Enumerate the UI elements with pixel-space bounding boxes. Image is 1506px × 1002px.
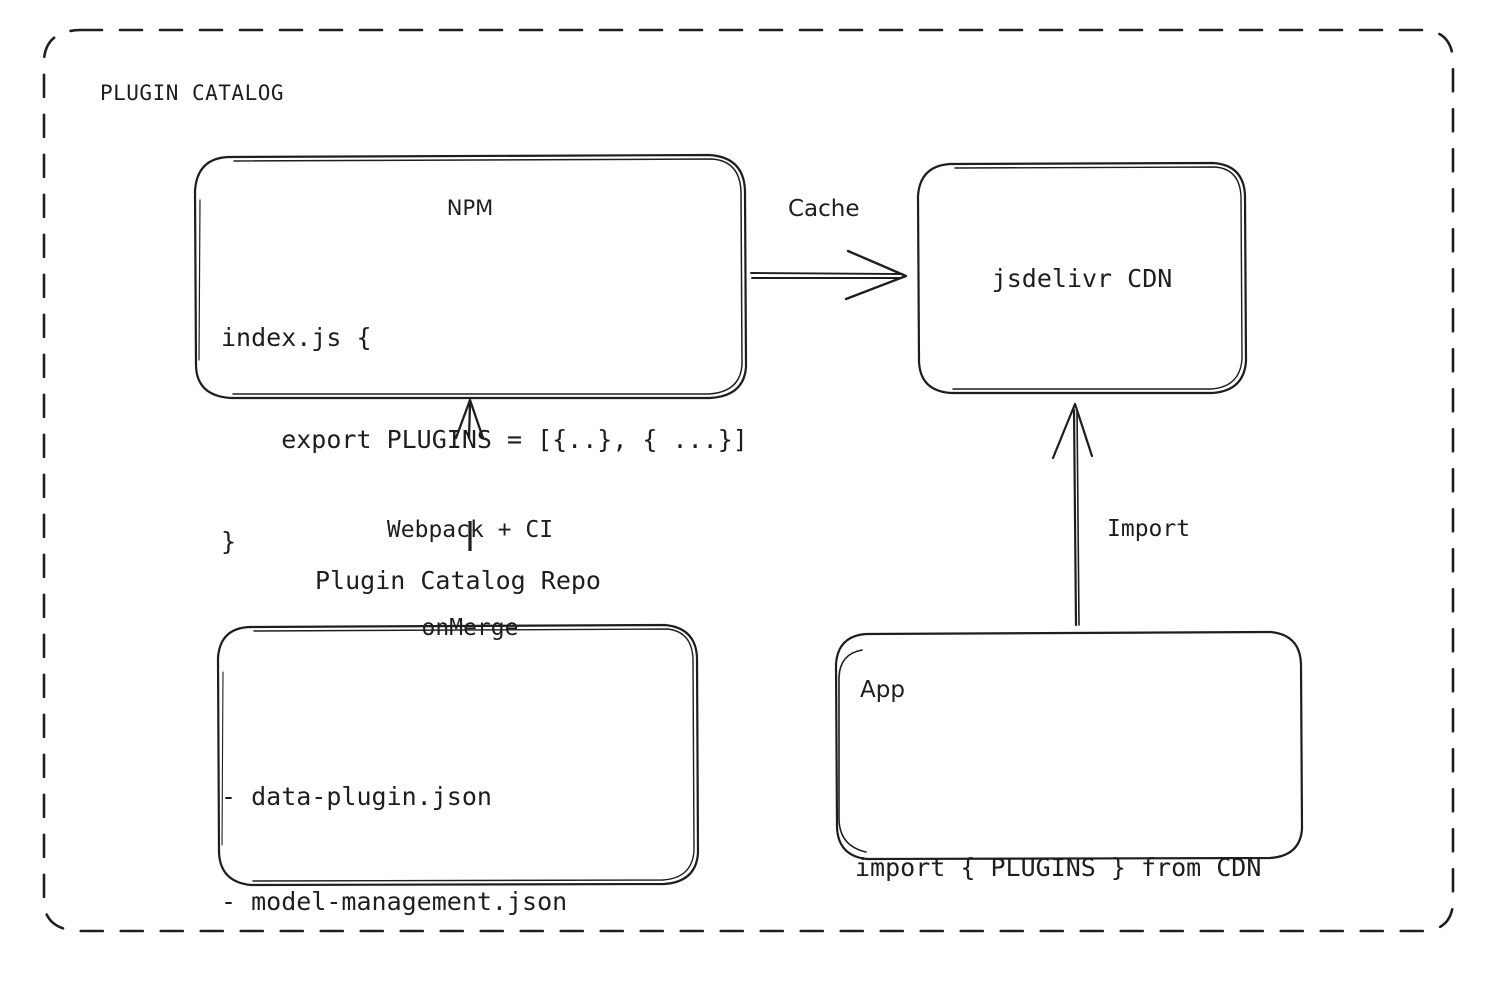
node-app-title: App: [860, 677, 905, 703]
repo-file-line-3: ...: [221, 989, 567, 1002]
npm-code-line-2: export PLUGINS = [{..}, { ...}]: [221, 425, 748, 454]
npm-code-line-1: index.js {: [221, 323, 372, 352]
edge-build-label: Webpack + CI onMerge: [330, 449, 610, 710]
node-cdn-title: jsdelivr CDN: [991, 264, 1173, 293]
edge-build-label-line-2: onMerge: [421, 615, 519, 642]
edge-cache-label: Cache: [788, 196, 860, 222]
edge-build-label-line-1: Webpack + CI: [386, 517, 554, 544]
edge-import-arrow: [1051, 402, 1094, 627]
node-repo-filelist: - data-plugin.json - model-management.js…: [221, 709, 567, 1002]
node-app-code: import { PLUGINS } from CDN PLUGINS.forE…: [855, 737, 1261, 1002]
node-repo-label: Plugin Catalog Repo: [315, 566, 601, 595]
node-npm-code: index.js { export PLUGINS = [{..}, { ...…: [221, 253, 748, 627]
node-npm-title: NPM: [446, 196, 494, 220]
edge-cache-arrow: [750, 249, 908, 301]
npm-code-line-3: }: [221, 527, 237, 556]
repo-file-line-2: - model-management.json: [221, 887, 568, 916]
edge-import-label: Import: [1107, 516, 1191, 542]
repo-file-line-1: - data-plugin.json: [221, 782, 492, 811]
app-code-line-1: import { PLUGINS } from CDN: [855, 853, 1262, 882]
group-title: PLUGIN CATALOG: [100, 81, 285, 105]
